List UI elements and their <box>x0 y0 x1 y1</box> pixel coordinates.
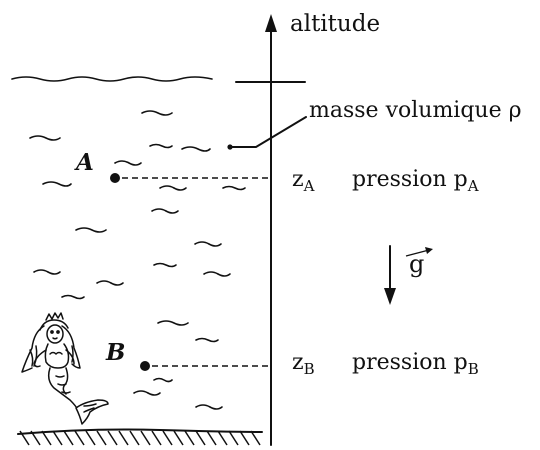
ripple <box>61 294 85 300</box>
water-ripples <box>29 110 246 410</box>
density-label: masse volumique ρ <box>309 98 522 123</box>
ripple <box>42 181 72 187</box>
ripple <box>33 269 61 275</box>
gravity-vector-bar <box>405 249 430 257</box>
point-a-dot <box>110 173 120 183</box>
seabed-hatch-mark <box>140 430 151 446</box>
seabed-hatch-mark <box>118 430 129 446</box>
ripple <box>151 208 179 214</box>
ripple <box>181 146 211 152</box>
ripple <box>149 143 173 149</box>
seabed-hatching <box>19 430 261 446</box>
seabed-hatch-mark <box>239 430 250 446</box>
pressure-a-subscript: A <box>467 177 479 195</box>
seabed-hatch-mark <box>96 430 107 446</box>
ripple <box>114 160 142 166</box>
gravity-symbol: g <box>409 250 424 278</box>
seabed-hatch-mark <box>63 430 74 446</box>
z-b-label: zB <box>292 350 315 378</box>
ripple <box>194 241 222 247</box>
gravity-vector: g <box>384 245 433 305</box>
density-annotation: masse volumique ρ <box>227 98 522 150</box>
seabed-hatch-mark <box>184 430 195 446</box>
z-a-label: zA <box>292 167 315 195</box>
z-b-subscript: B <box>304 360 315 378</box>
seabed-line <box>17 428 263 435</box>
pressure-a-label: pression pA <box>352 167 479 195</box>
seabed <box>17 428 263 446</box>
ripple <box>203 271 231 277</box>
ripple <box>159 185 187 191</box>
ripple <box>157 320 189 326</box>
ripple <box>96 280 124 286</box>
seabed-hatch-mark <box>162 430 173 446</box>
seabed-hatch-mark <box>250 430 261 446</box>
density-leader-line <box>229 116 307 148</box>
seabed-hatch-mark <box>85 430 96 446</box>
seabed-hatch-mark <box>195 430 206 446</box>
seabed-hatch-mark <box>107 430 118 446</box>
ripple <box>29 135 61 141</box>
altitude-label: altitude <box>290 11 380 37</box>
seabed-hatch-mark <box>19 430 30 446</box>
ripple <box>195 337 219 343</box>
pressure-b-subscript: B <box>468 360 479 378</box>
point-b-group: B zB pression pB <box>105 339 479 378</box>
seabed-hatch-mark <box>173 430 184 446</box>
seabed-hatch-mark <box>151 430 162 446</box>
altitude-axis-arrowhead <box>265 14 277 32</box>
point-a-label: A <box>74 149 94 176</box>
point-b-dot <box>140 361 150 371</box>
ripple <box>141 110 173 116</box>
pressure-b-label: pression pB <box>352 350 479 378</box>
ripple <box>133 390 161 396</box>
seabed-hatch-mark <box>41 430 52 446</box>
mermaid-icon <box>21 312 109 425</box>
point-b-label: B <box>105 339 125 366</box>
ripple <box>75 227 107 233</box>
seabed-hatch-mark <box>129 430 140 446</box>
ripple <box>195 404 223 410</box>
point-a-group: A zA pression pA <box>74 149 479 195</box>
water-surface <box>11 76 213 82</box>
seabed-hatch-mark <box>217 430 228 446</box>
gravity-vector-bar-tip <box>425 247 433 254</box>
seabed-hatch-mark <box>30 430 41 446</box>
seabed-hatch-mark <box>206 430 217 446</box>
ripple <box>222 185 246 191</box>
z-a-subscript: A <box>303 177 315 195</box>
seabed-hatch-mark <box>228 430 239 446</box>
seabed-hatch-mark <box>52 430 63 446</box>
ripple <box>153 377 173 383</box>
ripple <box>153 262 177 268</box>
seabed-hatch-mark <box>74 430 85 446</box>
gravity-arrowhead <box>384 288 396 305</box>
